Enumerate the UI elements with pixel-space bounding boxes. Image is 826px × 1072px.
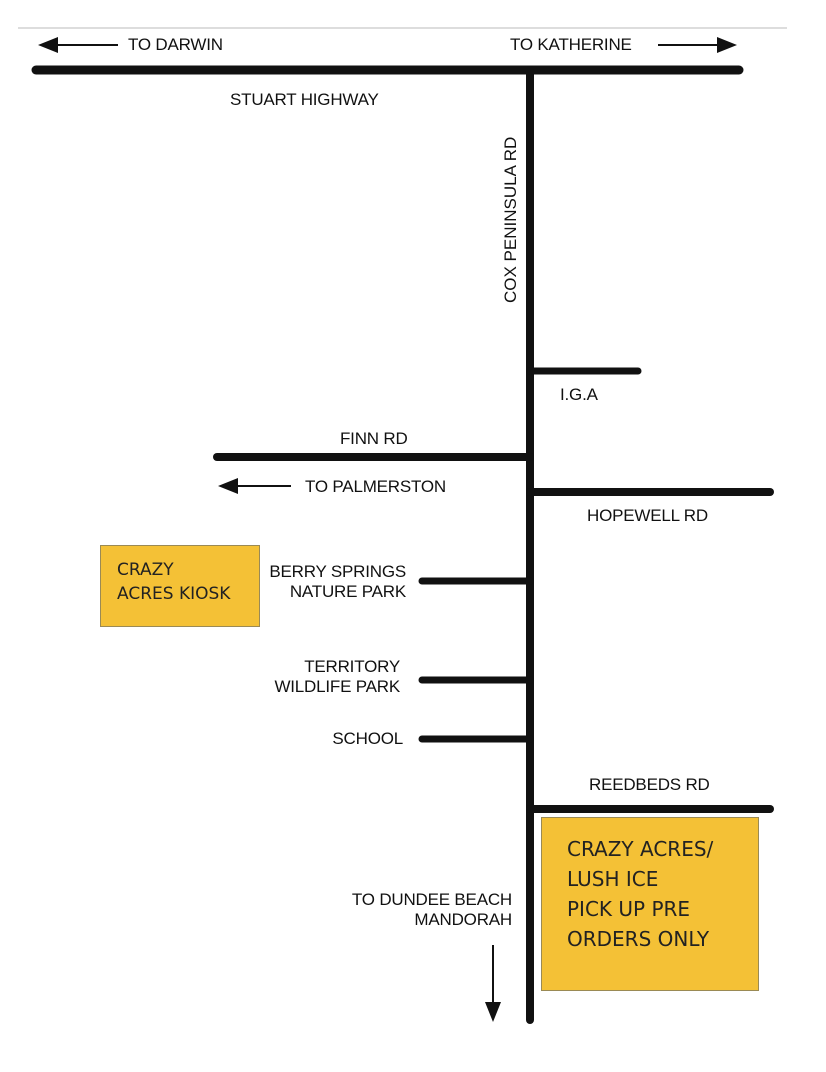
- territory-line1: TERRITORY: [304, 657, 400, 676]
- arrow-left-palmerston-icon: [218, 478, 291, 494]
- stuart-highway-label: STUART HIGHWAY: [230, 90, 379, 109]
- territory-line2: WILDLIFE PARK: [274, 677, 400, 697]
- pickup-line1: CRAZY ACRES/: [567, 837, 714, 861]
- kiosk-line1: CRAZY: [117, 560, 174, 580]
- berry-springs-label: BERRY SPRINGS NATURE PARK: [269, 562, 406, 603]
- berry-springs-line1: BERRY SPRINGS: [269, 562, 406, 581]
- territory-wildlife-label: TERRITORY WILDLIFE PARK: [274, 657, 400, 698]
- finn-road-label: FINN RD: [340, 429, 408, 448]
- arrow-right-katherine-icon: [658, 37, 737, 53]
- school-label: SCHOOL: [332, 729, 403, 748]
- pickup-line3: PICK UP PRE: [567, 897, 691, 921]
- reedbeds-road-label: REEDBEDS RD: [589, 775, 710, 794]
- to-katherine-label: TO KATHERINE: [510, 35, 632, 54]
- to-palmerston-label: TO PALMERSTON: [305, 477, 446, 496]
- cox-peninsula-road-label: COX PENINSULA RD: [501, 136, 520, 303]
- dundee-line2: MANDORAH: [414, 910, 512, 930]
- pickup-box: CRAZY ACRES/ LUSH ICE PICK UP PRE ORDERS…: [541, 817, 759, 991]
- arrow-left-darwin-icon: [38, 37, 118, 53]
- iga-label: I.G.A: [560, 385, 598, 404]
- dundee-line1: TO DUNDEE BEACH: [351, 890, 512, 909]
- arrow-down-dundee-icon: [485, 945, 501, 1022]
- pickup-line2: LUSH ICE: [567, 867, 659, 891]
- kiosk-line2: ACRES KIOSK: [117, 584, 231, 604]
- to-darwin-label: TO DARWIN: [128, 35, 223, 54]
- dundee-beach-label: TO DUNDEE BEACH MANDORAH: [352, 890, 512, 931]
- pickup-line4: ORDERS ONLY: [567, 927, 710, 951]
- crazy-acres-kiosk-box: CRAZY ACRES KIOSK: [100, 545, 260, 627]
- berry-springs-line2: NATURE PARK: [289, 582, 406, 602]
- hopewell-road-label: HOPEWELL RD: [587, 506, 708, 525]
